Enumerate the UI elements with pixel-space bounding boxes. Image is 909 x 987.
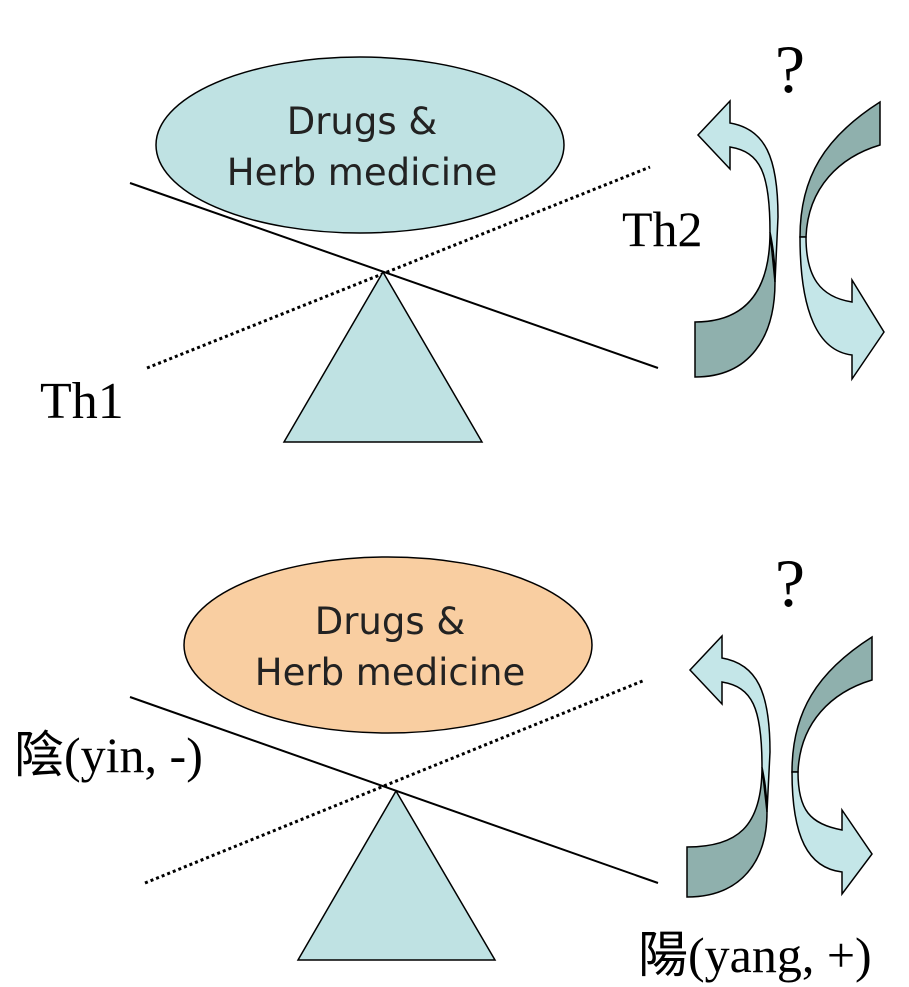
top-left-label: Th1 bbox=[40, 373, 124, 430]
top-dotted-line bbox=[146, 165, 651, 370]
bottom-fulcrum-triangle bbox=[296, 789, 497, 961]
top-drugs-ellipse bbox=[155, 56, 565, 234]
top-question-mark: ? bbox=[775, 31, 805, 107]
bottom-drugs-ellipse bbox=[183, 556, 593, 734]
top-ellipse-label-line2: Herb medicine bbox=[227, 151, 497, 194]
bottom-right-label: 陽(yang, +) bbox=[638, 927, 872, 983]
bottom-ellipse-label-line1: Drugs & bbox=[315, 600, 466, 643]
top-right-label: Th2 bbox=[622, 201, 703, 257]
bottom-question-mark: ? bbox=[775, 545, 805, 621]
top-ellipse-label-line1: Drugs & bbox=[287, 100, 438, 143]
bottom-exchange-arrows-icon bbox=[686, 634, 873, 898]
bottom-panel: Drugs & Herb medicine 陰(yin, -) 陽(yang, … bbox=[14, 545, 873, 983]
top-balance-beam bbox=[129, 182, 659, 369]
bottom-balance-beam bbox=[129, 696, 659, 884]
top-panel: Drugs & Herb medicine Th1 Th2 ? bbox=[40, 31, 885, 443]
bottom-ellipse-label-line2: Herb medicine bbox=[255, 651, 525, 694]
top-exchange-arrows-icon bbox=[694, 99, 885, 382]
bottom-left-label: 陰(yin, -) bbox=[14, 727, 203, 783]
top-fulcrum-triangle bbox=[282, 270, 484, 443]
